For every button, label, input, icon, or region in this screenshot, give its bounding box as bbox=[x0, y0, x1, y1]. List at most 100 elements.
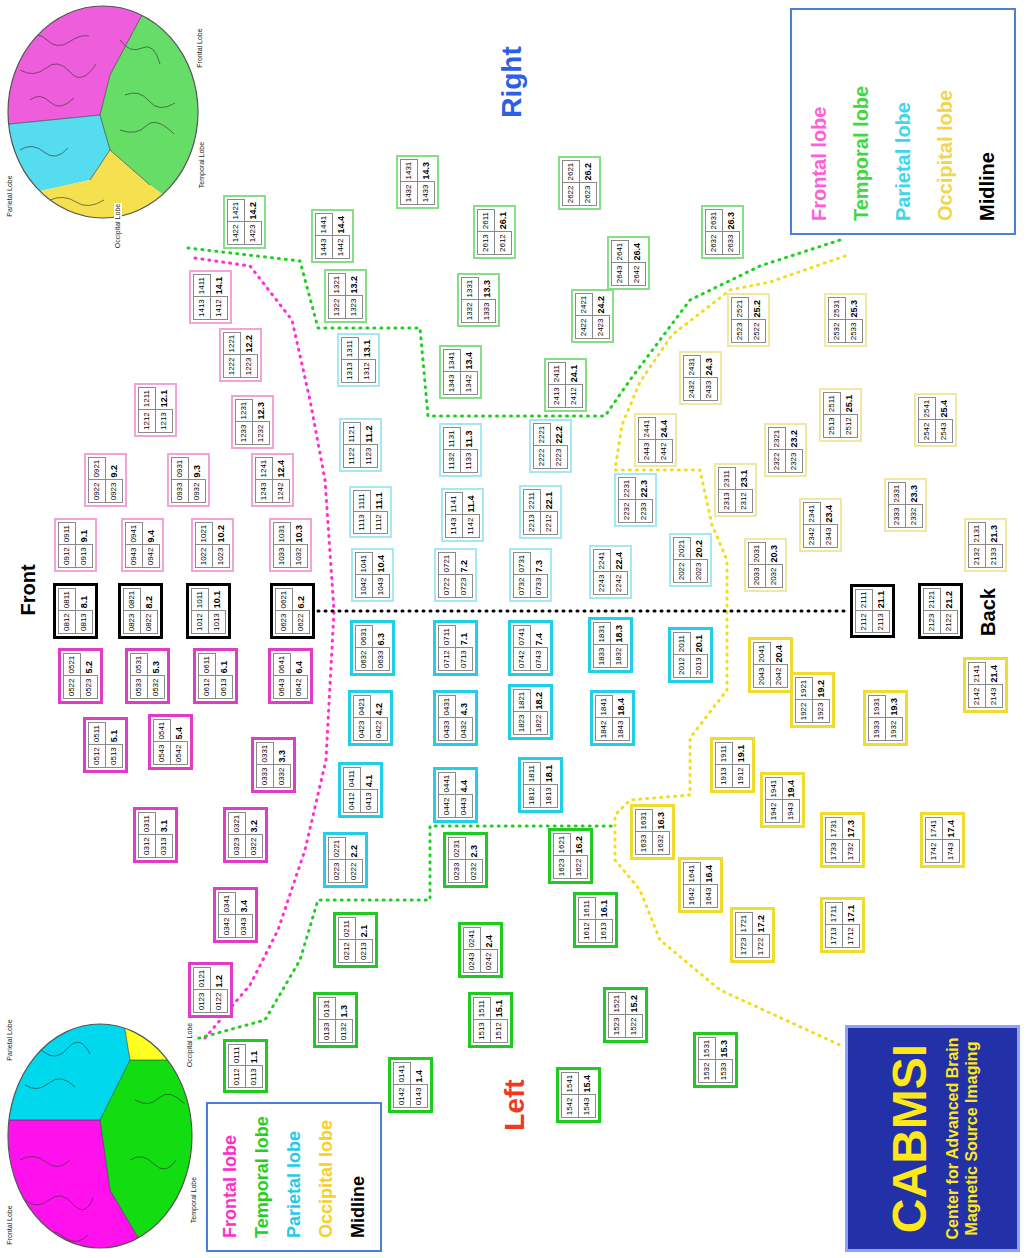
brain-lobe-label: Frontal Lobe bbox=[196, 27, 204, 68]
position-label: 25.2 bbox=[749, 297, 766, 320]
sensor-box: 10331031103210.3 bbox=[269, 518, 312, 573]
position-label: 12.4 bbox=[273, 457, 290, 480]
channel-number: 1813 bbox=[540, 784, 558, 808]
channel-number: 2442 bbox=[655, 440, 673, 464]
sensor-box: 0323032103223.2 bbox=[223, 807, 268, 864]
channel-number: 2433 bbox=[700, 378, 718, 402]
channel-number: 1013 bbox=[208, 610, 226, 634]
channel-number: 2513 bbox=[823, 414, 841, 438]
channel-number: 1412 bbox=[210, 296, 228, 320]
channel-number: 0223 bbox=[328, 860, 346, 884]
channel-number: 1143 bbox=[445, 515, 463, 538]
channel-number: 0411 bbox=[343, 767, 361, 790]
direction-label: Back bbox=[977, 588, 1000, 636]
channel-number: 0243 bbox=[463, 950, 481, 974]
channel-number: 1431 bbox=[400, 159, 418, 183]
legend-text: Frontal lobe bbox=[220, 1135, 240, 1238]
channel-number: 2031 bbox=[748, 542, 766, 566]
sensor-box: 0543054105425.4 bbox=[148, 714, 193, 771]
channel-number: 0321 bbox=[228, 812, 246, 836]
position-label: 13.1 bbox=[359, 337, 376, 359]
channel-number: 2241 bbox=[593, 549, 611, 573]
channel-number: 1833 bbox=[593, 645, 611, 669]
position-label: 18.3 bbox=[611, 622, 628, 645]
sensor-box: 0732073107337.3 bbox=[509, 548, 552, 603]
sensor-box: 18421841184318.4 bbox=[590, 690, 635, 747]
channel-number: 1031 bbox=[273, 522, 291, 546]
sensor-box: 23332331233223.3 bbox=[884, 478, 927, 533]
channel-number: 2631 bbox=[705, 209, 723, 233]
channel-number: 0713 bbox=[455, 647, 473, 671]
sensor-box: 0333033103323.3 bbox=[251, 737, 296, 794]
channel-number: 2432 bbox=[683, 378, 701, 402]
position-label: 11.1 bbox=[371, 490, 388, 511]
position-label: 17.4 bbox=[943, 817, 960, 840]
brain-lobe-label: Parietal Lobe bbox=[6, 174, 14, 217]
channel-number: 2642 bbox=[628, 263, 646, 287]
brain-lobe-label: Occipital Lobe bbox=[114, 203, 122, 249]
channel-number: 0323 bbox=[228, 835, 246, 859]
channel-number: 1923 bbox=[812, 700, 830, 724]
channel-number: 1713 bbox=[825, 924, 843, 948]
sensor-box: 0522052105235.2 bbox=[58, 648, 103, 705]
brain-outline bbox=[8, 1024, 192, 1248]
channel-number: 0212 bbox=[338, 939, 356, 963]
channel-number: 1612 bbox=[578, 919, 596, 943]
position-label: 15.1 bbox=[491, 997, 508, 1019]
channel-number: 1012 bbox=[191, 610, 209, 634]
position-label: 15.2 bbox=[626, 992, 643, 1015]
channel-number: 2612 bbox=[494, 231, 512, 255]
channel-number: 0823 bbox=[123, 611, 141, 635]
midline bbox=[318, 610, 846, 613]
channel-number: 1711 bbox=[825, 902, 843, 925]
channel-number: 1533 bbox=[715, 1060, 733, 1084]
channel-number: 0543 bbox=[153, 742, 171, 766]
channel-number: 0932 bbox=[188, 480, 206, 504]
channel-number: 0143 bbox=[410, 1085, 428, 1109]
sensor-box: 17331731173217.3 bbox=[820, 812, 865, 869]
position-label: 3.2 bbox=[246, 812, 263, 835]
channel-number: 0622 bbox=[292, 611, 310, 635]
sensor-box: 22432241224222.4 bbox=[589, 545, 632, 600]
position-label: 7.1 bbox=[456, 625, 473, 647]
channel-number: 1531 bbox=[698, 1037, 716, 1061]
channel-number: 0343 bbox=[235, 915, 253, 939]
legend-entry: Midline bbox=[342, 1116, 374, 1238]
position-label: 3.1 bbox=[156, 812, 173, 834]
position-label: 7.2 bbox=[456, 552, 473, 575]
position-label: 24.3 bbox=[701, 355, 718, 378]
position-label: 5.2 bbox=[81, 653, 98, 676]
legend-entry: Frontal lobe bbox=[798, 22, 840, 221]
channel-number: 0241 bbox=[463, 927, 481, 951]
sensor-box: 0342034103433.4 bbox=[213, 887, 258, 944]
sensor-box: 20432041204220.4 bbox=[748, 637, 793, 694]
sensor-box: 18331831183218.3 bbox=[588, 617, 633, 674]
sensor-box: 17231721172217.2 bbox=[730, 907, 775, 964]
sensor-box: 14431441144214.4 bbox=[311, 209, 354, 264]
sensor-box: 12331231123212.3 bbox=[231, 395, 274, 450]
sensor-box: 24322431243324.3 bbox=[679, 351, 722, 406]
channel-number: 2022 bbox=[673, 560, 691, 584]
channel-number: 0132 bbox=[335, 1020, 353, 1044]
channel-number: 2142 bbox=[968, 685, 986, 709]
position-label: 6.4 bbox=[291, 653, 308, 676]
channel-number: 0941 bbox=[125, 522, 143, 546]
channel-number: 2131 bbox=[968, 522, 986, 546]
channel-number: 1313 bbox=[341, 359, 359, 383]
position-label: 23.3 bbox=[906, 482, 923, 505]
channel-number: 2042 bbox=[770, 665, 788, 689]
channel-number: 1823 bbox=[513, 712, 531, 736]
channel-number: 2123 bbox=[923, 611, 941, 635]
channel-number: 1611 bbox=[578, 897, 596, 920]
channel-number: 0521 bbox=[63, 653, 81, 677]
sensor-box: 20222021202320.2 bbox=[669, 533, 712, 588]
channel-number: 0942 bbox=[142, 545, 160, 569]
sensor-box: 23222321232323.2 bbox=[764, 423, 807, 478]
channel-number: 2413 bbox=[548, 384, 566, 408]
channel-number: 0242 bbox=[480, 950, 498, 974]
position-label: 24.4 bbox=[656, 417, 673, 440]
channel-number: 1232 bbox=[252, 422, 270, 446]
position-label: 6.1 bbox=[216, 653, 233, 675]
position-label: 1.1 bbox=[246, 1044, 263, 1066]
position-label: 12.1 bbox=[156, 387, 173, 409]
